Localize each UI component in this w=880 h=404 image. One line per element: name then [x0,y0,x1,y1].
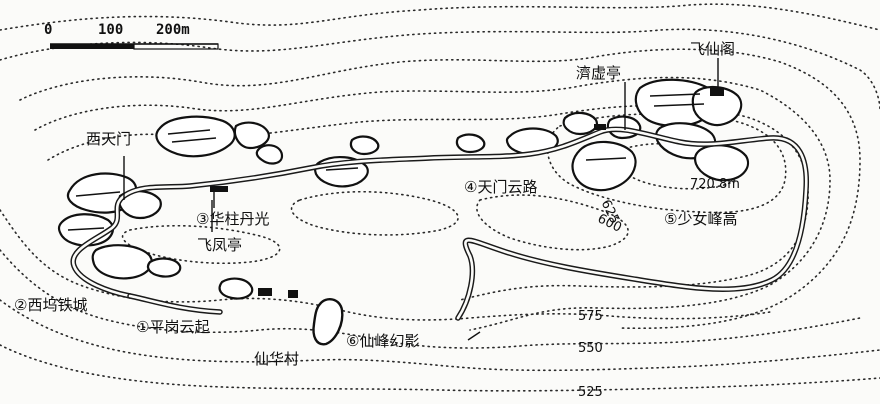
leader-lines [123,58,719,341]
building [210,186,228,192]
rock-outcrop [233,121,270,150]
label-feiyun-pavilion: 飞凤亭 [197,236,242,254]
contour-line [0,249,861,349]
scenic-spot-1: ①平岗云起 [136,318,209,336]
pond [312,298,344,346]
building [594,124,606,130]
branch-road-inner [128,294,222,314]
rock-outcrop [218,277,254,300]
label-xianhua-village: 仙华村 [254,350,299,368]
contour-line [19,48,861,330]
rock-outcrop [155,115,236,158]
scale-tick-200m: 200m [156,22,190,38]
place-labels: 西天门 飞凤亭 仙华村 飞仙阁 濟虚亭 [86,40,735,368]
contour-line [476,194,629,251]
scale-bar: 0 100 200m [44,22,219,50]
building [258,288,272,296]
rock-hatching [67,93,705,231]
elevation-575: 575 [578,309,603,324]
contour-line [0,28,880,111]
scale-bar-segment [50,44,134,49]
label-xiaoyao-pavilion: 濟虚亭 [576,64,621,82]
rock-outcrop [255,144,284,165]
elevation-525: 525 [578,385,603,400]
scenic-spot-4: ④天门云路 [464,178,537,196]
rock-outcrop [571,140,637,192]
contour-line [0,299,880,372]
elevation-summit: 720.8m [690,177,740,192]
rock-outcrop [691,86,743,127]
scale-tick-0: 0 [44,22,52,38]
rock-outcrop [693,144,750,182]
contour-line [546,113,787,214]
rock-outcrop [562,111,598,136]
leader-scenic-6 [467,331,481,341]
contour-line [0,344,880,392]
rock-outcrop [455,133,486,154]
scale-tick-100: 100 [98,22,123,38]
building [710,88,724,96]
elevation-550: 550 [578,341,603,356]
contour-line [612,142,741,190]
buildings [210,88,724,298]
scenic-spot-3: ③华柱丹光 [196,210,269,228]
scenic-spot-labels: ①平岗云起 ②西坞铁城 ③华柱丹光 ④天门云路 ⑤少女峰高 ⑥仙峰幻影 [14,178,737,350]
scale-bar-segment [133,43,219,50]
rock-outcrop [146,257,182,278]
building [288,290,298,298]
label-feixian-pavilion: 飞仙阁 [690,40,735,58]
contour-line [0,3,880,31]
contour-line [290,190,459,236]
scenic-spot-2: ②西坞铁城 [14,296,87,314]
scenic-spot-5: ⑤少女峰高 [664,210,737,228]
label-west-gate: 西天门 [86,130,131,148]
rock-outcrop [91,244,153,280]
scenic-spot-6: ⑥仙峰幻影 [346,332,419,350]
rock-outcrop [349,135,380,156]
